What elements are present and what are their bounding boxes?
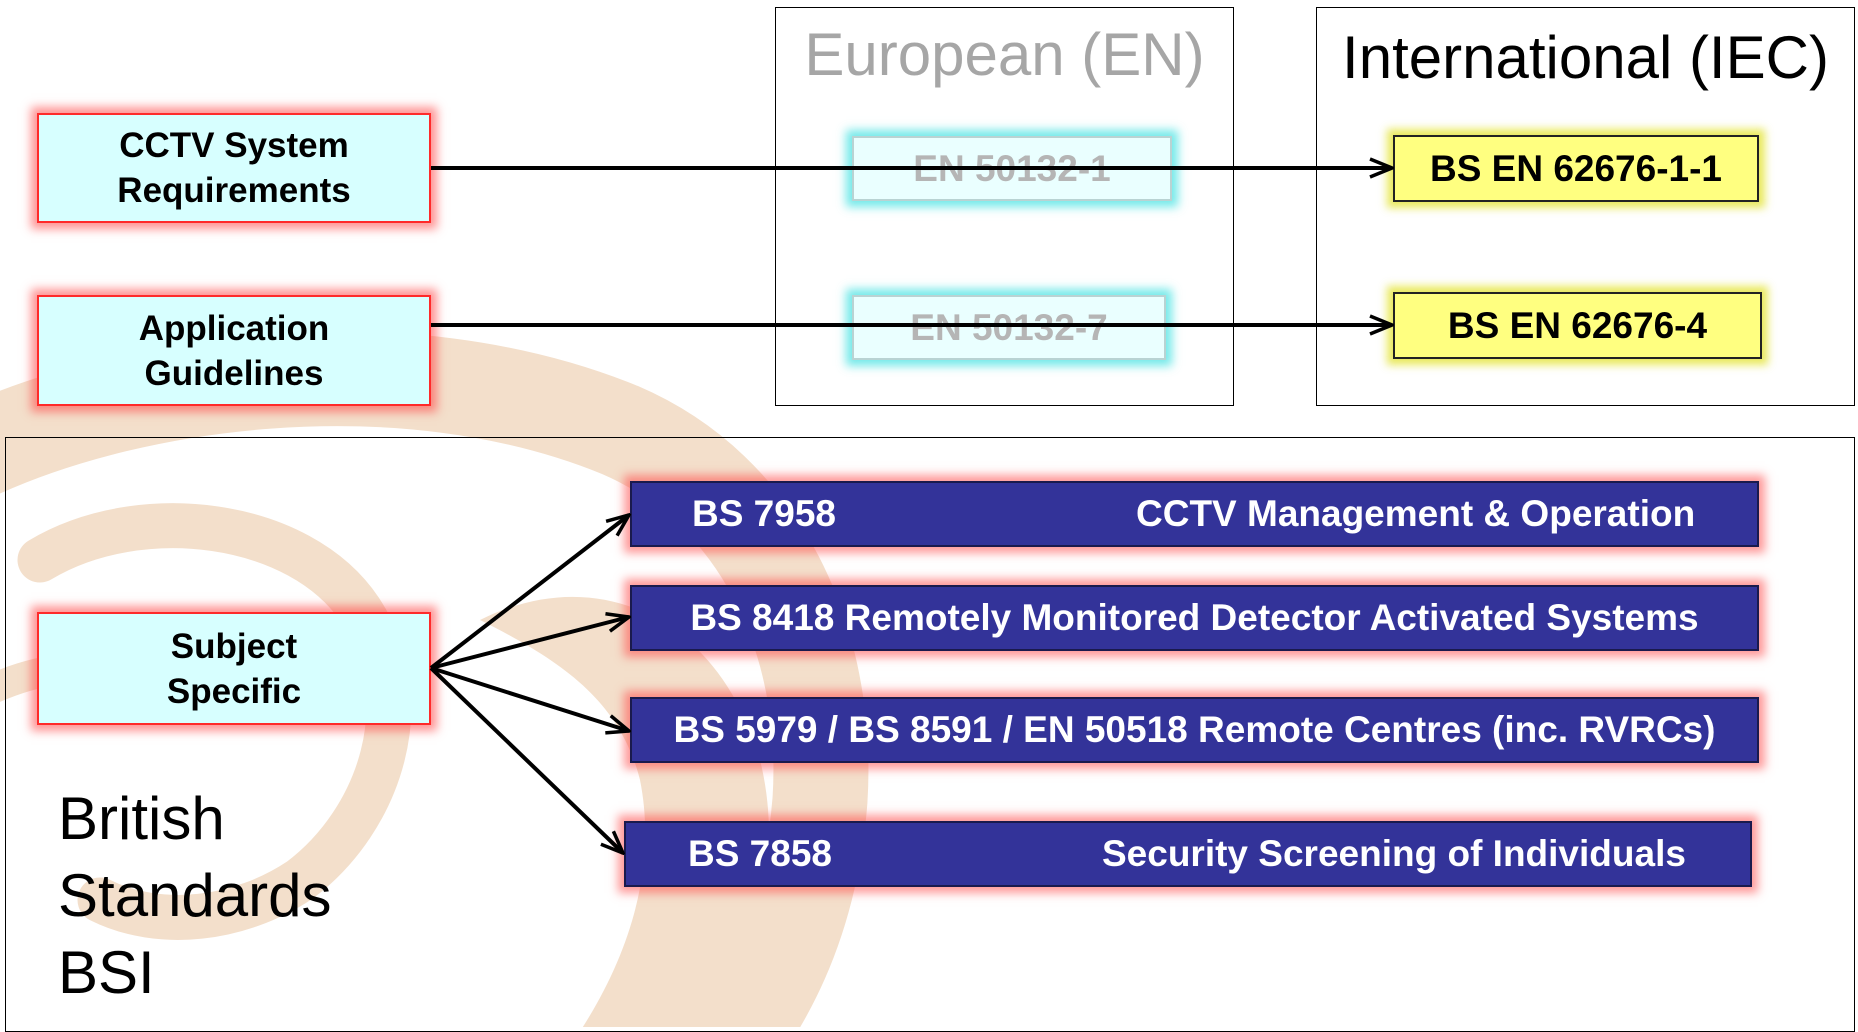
standard-code: BS 7858	[688, 833, 832, 874]
european-frame-title: European (EN)	[804, 21, 1205, 88]
category-subject-specific: Subject Specific	[37, 612, 431, 725]
standard-code: BS 7958	[692, 493, 836, 534]
british-standard-remote-centres: BS 5979 / BS 8591 / EN 50518 Remote Cent…	[630, 697, 1759, 763]
british-standard-bs7958: BS 7958 CCTV Management & Operation	[630, 481, 1759, 547]
british-standard-bs8418: BS 8418 Remotely Monitored Detector Acti…	[630, 585, 1759, 651]
british-standard-bs7858: BS 7858 Security Screening of Individual…	[624, 821, 1752, 887]
standard-title: CCTV Management & Operation	[1136, 493, 1696, 534]
european-frame: European (EN)	[775, 7, 1234, 406]
standard-title: BS 5979 / BS 8591 / EN 50518 Remote Cent…	[673, 709, 1716, 750]
european-standard-1: EN 50132-1	[852, 136, 1172, 201]
standard-label: EN 50132-1	[913, 147, 1111, 189]
standard-title: BS 8418 Remotely Monitored Detector Acti…	[690, 597, 1699, 638]
european-standard-2: EN 50132-7	[852, 295, 1166, 360]
category-application-guidelines: Application Guidelines	[37, 295, 431, 406]
standard-label: EN 50132-7	[910, 306, 1108, 348]
standard-label: BS EN 62676-1-1	[1429, 147, 1723, 189]
international-standard-1: BS EN 62676-1-1	[1393, 135, 1759, 202]
international-frame-title: International (IEC)	[1342, 24, 1829, 91]
category-cctv-system-requirements: CCTV System Requirements	[37, 113, 431, 223]
international-frame: International (IEC)	[1316, 7, 1855, 406]
standard-title: Security Screening of Individuals	[1102, 833, 1686, 874]
standard-label: BS EN 62676-4	[1447, 304, 1708, 346]
category-label: CCTV System Requirements	[117, 126, 351, 210]
international-standard-2: BS EN 62676-4	[1393, 292, 1762, 359]
british-standards-label: British Standards BSI	[58, 785, 332, 1006]
category-label: Subject Specific	[166, 626, 302, 711]
category-label: Application Guidelines	[138, 308, 330, 393]
